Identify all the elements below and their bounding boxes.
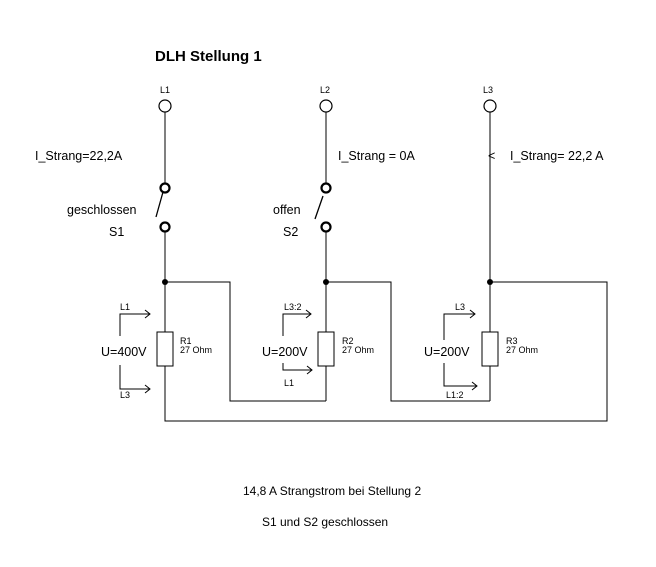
switch-s1-contact-bottom <box>159 221 171 233</box>
current-label-l3: I_Strang= 22,2 A <box>510 149 604 163</box>
r1-arrow-bottom <box>119 365 150 390</box>
resistor-r3-value: 27 Ohm <box>506 345 538 355</box>
switch-s2-name: S2 <box>283 225 298 239</box>
resistor-r2-name: R2 <box>342 336 354 346</box>
resistor-r2-value: 27 Ohm <box>342 345 374 355</box>
diagram-title: DLH Stellung 1 <box>155 48 262 65</box>
r2-arrow-bottom-head <box>306 365 313 375</box>
r1-arrow-top-head <box>144 309 151 319</box>
current-label-l2: I_Strang = 0A <box>338 149 415 163</box>
current-arrow-l3: < <box>488 149 495 163</box>
switch-s2-contact-top <box>320 182 332 194</box>
caption-line-2: S1 und S2 geschlossen <box>262 515 388 529</box>
r3-arrow-bottom-head <box>471 381 478 391</box>
r2-arrow-bottom <box>282 363 312 371</box>
r3-arrow-top <box>443 313 475 340</box>
r2-arrow-bottom-label: L1 <box>284 378 294 388</box>
r3-arrow-top-head <box>469 309 476 319</box>
phase-label-l3: L3 <box>483 85 493 95</box>
r2-arrow-top <box>282 313 311 336</box>
r1-arrow-top-label: L1 <box>120 302 130 312</box>
resistor-r1-voltage: U=400V <box>101 345 147 359</box>
wire-r1-return <box>164 281 608 422</box>
resistor-r3-name: R3 <box>506 336 518 346</box>
caption-line-1: 14,8 A Strangstrom bei Stellung 2 <box>243 484 421 498</box>
wire-r3-return <box>326 281 490 402</box>
r3-arrow-bottom-label: L1:2 <box>446 390 464 400</box>
terminal-l2 <box>319 99 333 113</box>
r2-arrow-top-head <box>305 309 312 319</box>
switch-s1-name: S1 <box>109 225 124 239</box>
resistor-r3-voltage: U=200V <box>424 345 470 359</box>
resistor-r3 <box>481 331 499 367</box>
resistor-r2-voltage: U=200V <box>262 345 308 359</box>
r3-arrow-bottom <box>443 363 477 387</box>
r1-arrow-top <box>119 313 150 336</box>
r2-arrow-top-label: L3:2 <box>284 302 302 312</box>
current-label-l1: I_Strang=22,2A <box>35 149 123 163</box>
resistor-r1 <box>156 331 174 367</box>
switch-s1-blade <box>155 191 164 218</box>
wire-r2-return <box>165 281 326 402</box>
switch-s2-contact-bottom <box>320 221 332 233</box>
phase-label-l2: L2 <box>320 85 330 95</box>
switch-s1-contact-top <box>159 182 171 194</box>
terminal-l1 <box>158 99 172 113</box>
resistor-r1-value: 27 Ohm <box>180 345 212 355</box>
resistor-r2 <box>317 331 335 367</box>
switch-s1-state: geschlossen <box>67 203 137 217</box>
r1-arrow-bottom-head <box>144 384 151 394</box>
terminal-l3 <box>483 99 497 113</box>
resistor-r1-name: R1 <box>180 336 192 346</box>
phase-label-l1: L1 <box>160 85 170 95</box>
r1-arrow-bottom-label: L3 <box>120 390 130 400</box>
switch-s2-blade <box>314 195 324 220</box>
switch-s2-state: offen <box>273 203 301 217</box>
r3-arrow-top-label: L3 <box>455 302 465 312</box>
